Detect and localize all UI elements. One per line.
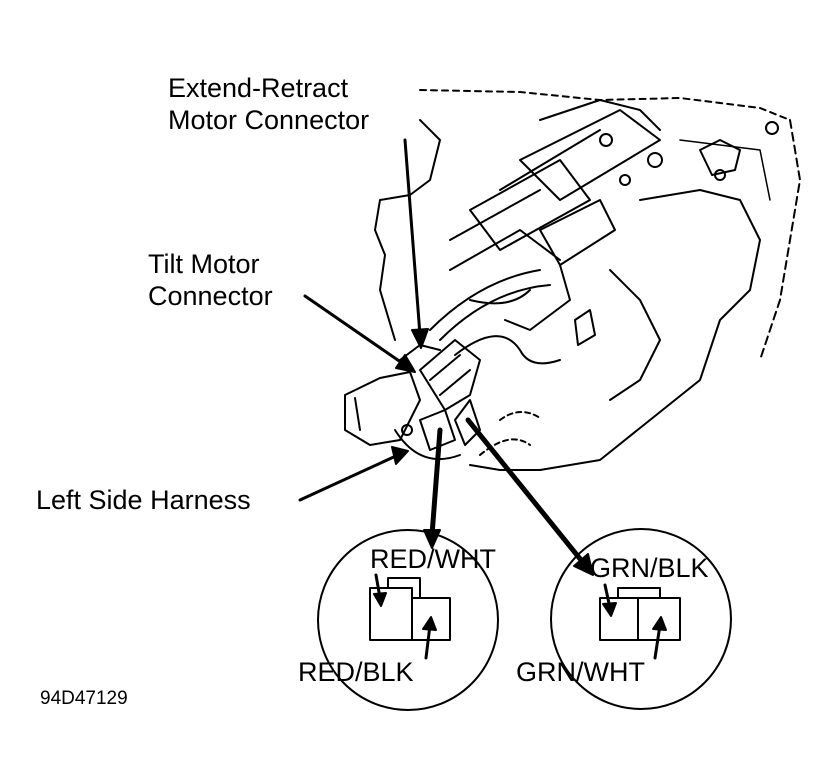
wire-arrow-grn-blk (602, 583, 617, 617)
callout-circle-right (550, 528, 732, 710)
wire-arrow-grn-wht (652, 616, 667, 660)
connector-detail-left (369, 577, 451, 641)
label-tilt-motor-line1: Tilt Motor (148, 249, 260, 279)
column-tube (449, 109, 661, 271)
wire-arrow-red-wht (373, 573, 387, 607)
leader-left-harness (298, 446, 409, 502)
wire-label-grn-blk: GRN/BLK (590, 553, 709, 583)
wire-label-grn-wht: GRN/WHT (516, 657, 645, 687)
extend-retract-motor (504, 199, 616, 346)
label-tilt-motor-line2: Connector (148, 281, 273, 311)
tilt-motor (344, 344, 441, 446)
callout-line-right (465, 417, 594, 576)
wire-arrow-red-blk (422, 616, 437, 660)
label-extend-retract-line2: Motor Connector (168, 105, 370, 135)
wire-label-red-wht: RED/WHT (370, 544, 496, 574)
leader-extend-retract (403, 138, 429, 349)
connector-body (419, 339, 481, 451)
label-extend-retract-line1: Extend-Retract (168, 73, 349, 103)
callout-line-left (423, 427, 443, 549)
leader-tilt-motor (303, 294, 416, 373)
callout-circle-left (317, 529, 499, 711)
wire-bundle (429, 269, 561, 365)
harness-clip (394, 411, 541, 461)
figure-code: 94D47129 (40, 688, 128, 709)
label-left-side-harness: Left Side Harness (36, 485, 251, 515)
wire-label-red-blk: RED/BLK (298, 657, 414, 687)
